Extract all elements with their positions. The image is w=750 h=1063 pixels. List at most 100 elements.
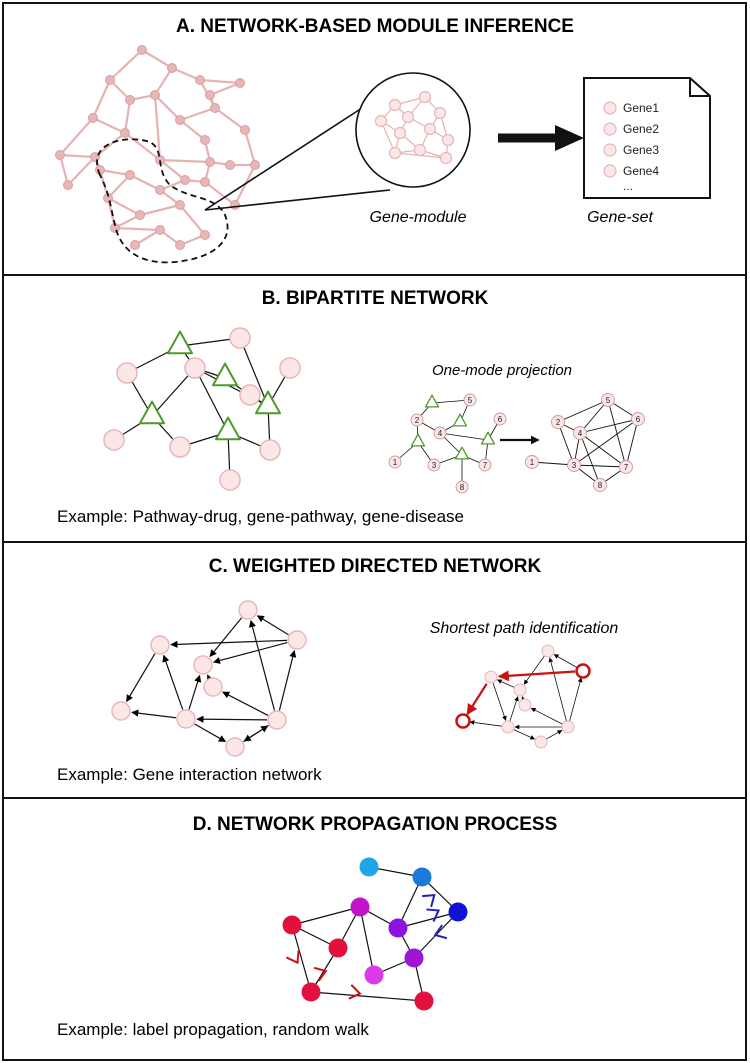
network-edge: [141, 49, 173, 69]
network-node: [205, 90, 215, 100]
directed-edge: [126, 653, 156, 703]
small-gene-number: 6: [498, 415, 503, 424]
zoom-module-network: [374, 90, 455, 165]
shortest-network-edge: [513, 729, 536, 740]
projected-node: [525, 455, 539, 469]
shortest-network-node: [561, 720, 575, 734]
projected-node: [631, 412, 645, 426]
small-pathway-node: [454, 446, 470, 460]
propagation-node: [350, 897, 370, 917]
propagation-edge: [397, 911, 459, 929]
projected-node: [619, 460, 633, 474]
shortest-path-edge: [466, 683, 488, 716]
panel-a-title: A. NETWORK-BASED MODULE INFERENCE: [176, 16, 574, 37]
gene-list: Gene1 Gene2 Gene3 Gene4 ...: [603, 101, 659, 193]
propagation-direction-chevron: [348, 984, 362, 1000]
zoom-line-bottom: [204, 189, 391, 211]
small-gene-node: [455, 480, 469, 494]
zoom-circle: [355, 72, 471, 188]
projected-edge: [579, 418, 639, 434]
projected-node: [573, 426, 587, 440]
shortest-network-edge: [492, 682, 507, 721]
network-node: [150, 90, 160, 100]
projection-label: One-mode projection: [432, 362, 572, 379]
network-edge: [59, 153, 96, 159]
bipartite-edge: [239, 337, 269, 407]
network-edge: [109, 49, 143, 81]
network-node: [195, 75, 205, 85]
directed-edge: [256, 615, 289, 636]
propagation-edge: [291, 906, 361, 926]
module-to-set-arrow-head: [555, 125, 584, 151]
small-gene-node: [388, 455, 402, 469]
directed-edge: [212, 641, 288, 664]
propagation-direction-chevron: [433, 924, 448, 940]
shortest-network-edge: [496, 679, 515, 688]
propagation-network: [282, 857, 468, 1011]
gene-bullet: [603, 143, 617, 157]
network-node: [137, 45, 147, 55]
gene-bullet: [603, 122, 617, 136]
panel-c-example: Example: Gene interaction network: [57, 765, 322, 784]
network-edge: [99, 168, 131, 177]
shortest-network-edge: [546, 730, 563, 740]
propagation-node: [448, 902, 468, 922]
network-node: [120, 128, 130, 138]
network-edge: [243, 129, 257, 166]
panel-d-title: D. NETWORK PROPAGATION PROCESS: [193, 814, 558, 835]
small-pathway-node: [452, 413, 468, 427]
projected-edge: [531, 461, 575, 466]
directed-node: [193, 655, 213, 675]
network-edge: [124, 132, 161, 161]
directed-edge: [131, 709, 177, 719]
network-node: [200, 177, 210, 187]
network-edge: [179, 204, 206, 236]
propagation-node: [414, 991, 434, 1011]
small-gene-node: [493, 412, 507, 426]
small-gene-node: [433, 426, 447, 440]
network-edge: [204, 181, 236, 206]
panel-b-title: B. BIPARTITE NETWORK: [262, 288, 489, 309]
directed-node: [203, 677, 223, 697]
projected-edge: [573, 464, 627, 468]
path-endpoint-node: [575, 663, 591, 679]
bipartite-gene-node: [229, 327, 251, 349]
network-node: [88, 113, 98, 123]
projected-node-number: 2: [556, 418, 561, 427]
directed-edge: [209, 617, 243, 658]
propagation-node: [282, 915, 302, 935]
projected-edge: [557, 399, 609, 423]
projected-node: [551, 415, 565, 429]
network-node: [135, 210, 145, 220]
directed-edge: [278, 649, 297, 711]
network-edge: [92, 117, 126, 134]
propagation-edge: [310, 991, 425, 1002]
network-node: [55, 150, 65, 160]
network-node: [200, 135, 210, 145]
network-node: [125, 170, 135, 180]
bipartite-gene-node: [239, 384, 261, 406]
propagation-node: [404, 948, 424, 968]
network-edge: [129, 174, 161, 191]
propagation-edge: [359, 906, 375, 976]
shortest-network-edge: [523, 655, 545, 685]
zoom-line-top: [204, 107, 363, 211]
projected-node-number: 7: [624, 463, 629, 472]
panel-c-frame: [2, 541, 747, 799]
network-edge: [91, 79, 112, 119]
network-edge: [179, 119, 206, 141]
network-node: [130, 240, 140, 250]
propagation-direction-chevron: [422, 893, 436, 908]
module-node: [441, 133, 455, 147]
shortest-network-node: [518, 698, 532, 712]
gene-module-label: Gene-module: [370, 209, 467, 226]
network-edge: [139, 203, 181, 217]
module-node: [423, 122, 437, 136]
shortest-path-network: [455, 644, 591, 749]
panel-a-network: [55, 45, 260, 250]
small-gene-number: 5: [468, 396, 473, 405]
projected-node: [567, 458, 581, 472]
projected-edge: [579, 432, 627, 468]
